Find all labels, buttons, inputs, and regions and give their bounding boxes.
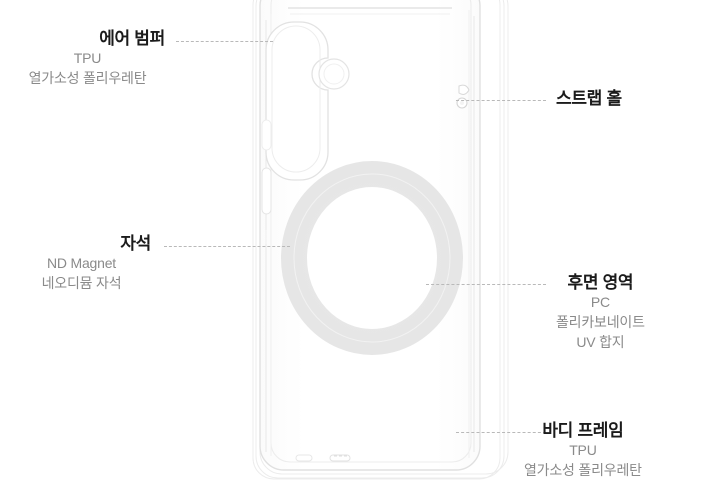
side-buttons (261, 119, 272, 244)
callout-air-bumper-title: 에어 범퍼 (99, 29, 165, 48)
leader-line-air-bumper (176, 41, 273, 42)
callout-magnet-line2: 네오디뮴 자석 (41, 275, 122, 292)
bottom-port-details (295, 454, 351, 462)
callout-rear-area-title: 후면 영역 (567, 273, 634, 292)
callout-rear-area: 후면 영역 PC 폴리카보네이트 UV 합지 (556, 272, 645, 353)
leader-line-magnet (164, 246, 290, 247)
callout-body-frame-line1: TPU (569, 442, 597, 459)
callout-body-frame-title: 바디 프레임 (542, 421, 624, 440)
callout-rear-area-line3: UV 합지 (576, 334, 625, 350)
leader-line-body-frame (456, 432, 546, 433)
callout-strap-hole: 스트랩 홀 (556, 88, 622, 109)
callout-magnet: 자석 ND Magnet 네오디뮴 자석 (0, 233, 163, 294)
case-top-rail (288, 7, 452, 15)
case-depth-layers (252, 0, 509, 480)
callout-body-frame-line2: 열가소성 폴리우레탄 (524, 462, 642, 479)
callout-magnet-title: 자석 (120, 234, 151, 253)
callout-body-frame: 바디 프레임 TPU 열가소성 폴리우레탄 (524, 420, 642, 481)
callout-air-bumper: 에어 범퍼 TPU 열가소성 폴리우레탄 (0, 28, 175, 89)
leader-line-rear-area (426, 284, 546, 285)
callout-strap-hole-title: 스트랩 홀 (556, 89, 622, 108)
callout-rear-area-line2: 폴리카보네이트 (556, 314, 645, 331)
strap-hole (456, 84, 470, 109)
callout-rear-area-line1: PC (590, 294, 610, 311)
magnet-ring (281, 161, 463, 355)
camera-cutout (265, 21, 350, 181)
leader-line-strap-hole (456, 100, 546, 101)
callout-magnet-line1: ND Magnet (46, 255, 116, 272)
callout-air-bumper-line2: 열가소성 폴리우레탄 (28, 70, 147, 87)
callout-air-bumper-line1: TPU (73, 50, 102, 67)
